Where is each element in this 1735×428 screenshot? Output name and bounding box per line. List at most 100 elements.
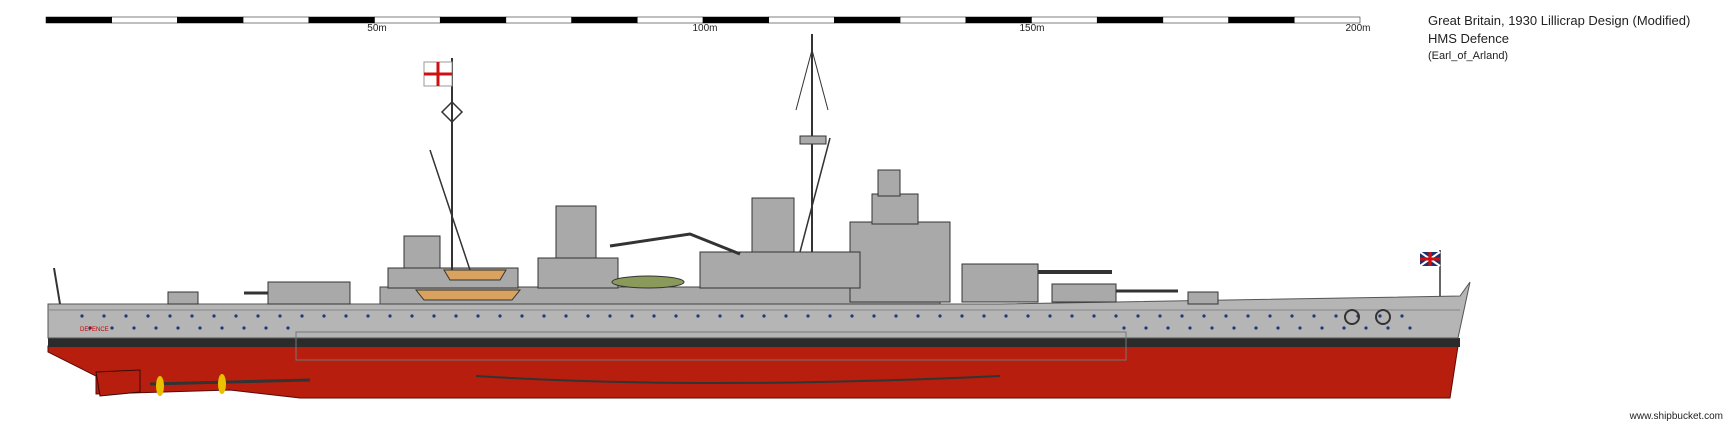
- porthole: [220, 326, 224, 330]
- porthole: [674, 314, 678, 318]
- rudder: [95, 369, 141, 397]
- fore-mast-top: [799, 135, 827, 145]
- porthole: [344, 314, 348, 318]
- porthole: [1004, 314, 1008, 318]
- porthole: [1378, 314, 1382, 318]
- porthole: [608, 314, 612, 318]
- white-ensign-flag: [423, 61, 453, 87]
- porthole: [146, 314, 150, 318]
- hull-name-marking: DEFENCE: [80, 327, 109, 333]
- porthole: [1070, 314, 1074, 318]
- porthole: [322, 314, 326, 318]
- porthole: [1202, 314, 1206, 318]
- porthole: [1254, 326, 1258, 330]
- porthole: [80, 314, 84, 318]
- porthole: [168, 314, 172, 318]
- porthole: [938, 314, 942, 318]
- porthole: [1224, 314, 1228, 318]
- porthole: [718, 314, 722, 318]
- porthole: [1144, 326, 1148, 330]
- aft-funnel: [555, 205, 597, 263]
- porthole: [564, 314, 568, 318]
- main-mast-leg: [429, 149, 471, 271]
- porthole: [366, 314, 370, 318]
- porthole: [1246, 314, 1250, 318]
- ship-name: HMS Defence: [1428, 31, 1509, 46]
- porthole: [124, 314, 128, 318]
- porthole: [1122, 326, 1126, 330]
- scale-label-150m: 150m: [1019, 23, 1045, 34]
- stern-flagstaff: [53, 267, 61, 305]
- scale-label-100m: 100m: [692, 23, 718, 34]
- main-mast-diamond: [440, 100, 464, 124]
- porthole: [88, 326, 92, 330]
- porthole: [190, 314, 194, 318]
- porthole: [264, 326, 268, 330]
- porthole: [102, 314, 106, 318]
- porthole: [476, 314, 480, 318]
- scale-bar-segment: [1294, 16, 1361, 24]
- bilge-keel: [475, 375, 1001, 384]
- forward-turret-a: [1051, 283, 1117, 303]
- porthole: [1114, 314, 1118, 318]
- porthole: [762, 314, 766, 318]
- porthole: [212, 314, 216, 318]
- fore-mast-yard: [795, 48, 829, 111]
- anchor-icons: [1344, 309, 1391, 325]
- hull-waterline-band: [48, 338, 1460, 347]
- ships-boat-icon: [443, 269, 507, 281]
- porthole: [432, 314, 436, 318]
- bridge-top: [871, 193, 919, 225]
- porthole: [1048, 314, 1052, 318]
- porthole: [1268, 314, 1272, 318]
- porthole: [1386, 326, 1390, 330]
- aft-turret-x: [167, 291, 199, 305]
- porthole: [1232, 326, 1236, 330]
- porthole: [176, 326, 180, 330]
- porthole: [110, 326, 114, 330]
- porthole: [300, 314, 304, 318]
- porthole: [1180, 314, 1184, 318]
- bridge-tower: [849, 221, 951, 303]
- hull-red-underside: [47, 345, 1459, 399]
- porthole: [850, 314, 854, 318]
- porthole: [1408, 326, 1412, 330]
- porthole: [1320, 326, 1324, 330]
- porthole: [1364, 326, 1368, 330]
- forward-funnel: [751, 197, 795, 259]
- porthole: [806, 314, 810, 318]
- porthole: [630, 314, 634, 318]
- porthole: [520, 314, 524, 318]
- porthole: [198, 326, 202, 330]
- porthole: [1312, 314, 1316, 318]
- porthole: [828, 314, 832, 318]
- porthole: [278, 314, 282, 318]
- porthole: [894, 314, 898, 318]
- porthole: [234, 314, 238, 318]
- porthole: [132, 326, 136, 330]
- portholes: [80, 314, 1412, 330]
- porthole: [1136, 314, 1140, 318]
- porthole: [916, 314, 920, 318]
- armour-belt: [295, 331, 1127, 361]
- propeller-icon: [218, 374, 226, 394]
- seaplane-icon: [611, 275, 685, 289]
- forward-turret-b: [961, 263, 1039, 303]
- fore-mast-leg: [799, 137, 831, 253]
- porthole: [1276, 326, 1280, 330]
- porthole: [1342, 326, 1346, 330]
- porthole: [542, 314, 546, 318]
- porthole: [1166, 326, 1170, 330]
- porthole: [1092, 314, 1096, 318]
- porthole: [1158, 314, 1162, 318]
- director-tower: [877, 169, 901, 197]
- porthole: [388, 314, 392, 318]
- ships-boat-icon: [414, 289, 522, 301]
- watermark: www.shipbucket.com: [1629, 411, 1723, 422]
- porthole: [1334, 314, 1338, 318]
- porthole: [1290, 314, 1294, 318]
- porthole: [286, 326, 290, 330]
- propeller-shaft: [149, 378, 311, 386]
- porthole: [1298, 326, 1302, 330]
